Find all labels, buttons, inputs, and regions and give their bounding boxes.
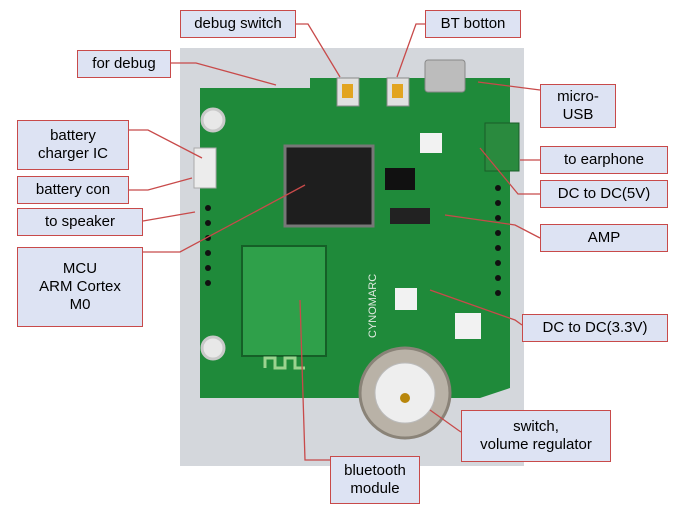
label-for-debug: for debug xyxy=(77,50,171,78)
label-bt-button: BT botton xyxy=(425,10,521,38)
pcb-photo: CYNOMARC xyxy=(180,48,524,466)
bluetooth-module-part xyxy=(241,245,327,357)
label-switch-volume-regulator: switch, volume regulator xyxy=(461,410,611,462)
label-to-speaker: to speaker xyxy=(17,208,143,236)
battery-connector-part xyxy=(193,147,217,189)
mount-hole-top-left xyxy=(200,107,226,133)
label-micro-usb: micro- USB xyxy=(540,84,616,128)
label-dc-to-dc-5v: DC to DC(5V) xyxy=(540,180,668,208)
mount-hole-bottom-left xyxy=(200,335,226,361)
label-dc-to-dc-3-3v: DC to DC(3.3V) xyxy=(522,314,668,342)
earphone-jack xyxy=(484,122,520,172)
micro-usb-connector xyxy=(424,59,466,93)
label-battery-con: battery con xyxy=(17,176,129,204)
pcb-illustration: CYNOMARC xyxy=(180,48,524,466)
label-mcu: MCU ARM Cortex M0 xyxy=(17,247,143,327)
silkscreen-brand: CYNOMARC xyxy=(367,274,379,338)
label-amp: AMP xyxy=(540,224,668,252)
label-battery-charger-ic: battery charger IC xyxy=(17,120,129,170)
mcu-chip xyxy=(283,144,375,228)
label-bluetooth-module: bluetooth module xyxy=(330,456,420,504)
label-debug-switch: debug switch xyxy=(180,10,296,38)
label-to-earphone: to earphone xyxy=(540,146,668,174)
